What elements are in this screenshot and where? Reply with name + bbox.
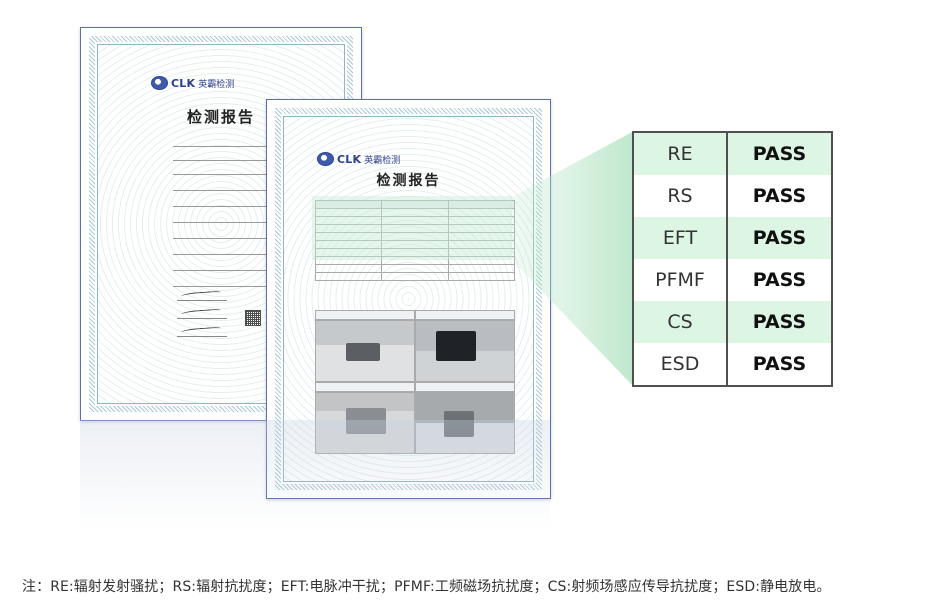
field-row [139, 162, 313, 175]
test-name-cell: ESD [634, 343, 728, 385]
clk-logo: CLK 英霸检测 [317, 152, 400, 166]
test-status-cell: PASS [752, 185, 807, 207]
photo-label [315, 310, 415, 320]
certificate-front-page: CLK 英霸检测 检测报告 [266, 99, 551, 499]
test-photo [415, 320, 515, 382]
abbreviation-footnote: 注：RE:辐射发射骚扰；RS:辐射抗扰度；EFT:电脉冲干扰；PFMF:工频磁场… [22, 579, 831, 595]
test-photo [315, 320, 415, 382]
field-row [139, 258, 313, 271]
zoom-source-highlight [312, 196, 512, 260]
test-name-cell: RE [634, 133, 728, 175]
test-status-cell: PASS [728, 217, 831, 259]
field-row [139, 148, 313, 161]
signature [177, 290, 227, 301]
test-status-cell: PASS [752, 353, 807, 375]
test-name-cell: RS [634, 175, 728, 217]
logo-subtitle: 英霸检测 [198, 79, 235, 90]
qr-code-icon [245, 310, 261, 326]
zoom-beam-shape [510, 131, 634, 387]
field-row [139, 134, 313, 147]
field-row [139, 210, 313, 223]
photo-label [315, 382, 415, 392]
logo-text: CLK [171, 76, 196, 90]
test-status-cell: PASS [752, 269, 807, 291]
report-title: 检测报告 [376, 173, 441, 189]
signature [177, 308, 227, 319]
test-photo-grid [315, 310, 515, 454]
test-photo [415, 392, 515, 454]
test-status-cell: PASS [728, 133, 831, 175]
clk-logo-icon [151, 76, 168, 90]
test-items-table [314, 200, 516, 281]
field-row [139, 242, 313, 255]
signature-row [139, 290, 227, 301]
test-name-cell: EFT [634, 217, 728, 259]
logo-text: CLK [337, 152, 362, 166]
test-status-cell: PASS [728, 301, 831, 343]
field-row [139, 226, 313, 239]
signature-row [139, 308, 227, 319]
photo-label [415, 382, 515, 392]
test-name-cell: CS [634, 301, 728, 343]
guilloche-inner-line [283, 116, 534, 482]
signature-row [139, 326, 227, 337]
report-title: 检测报告 [186, 108, 255, 126]
page-reflection [80, 420, 550, 530]
clk-logo: CLK 英霸检测 [151, 76, 234, 90]
signature [177, 326, 227, 337]
logo-subtitle: 英霸检测 [364, 155, 401, 166]
table-row [314, 272, 516, 281]
test-name-cell: PFMF [634, 259, 728, 301]
photo-label [415, 310, 515, 320]
field-row [139, 178, 313, 191]
field-row [139, 274, 313, 287]
field-row [139, 194, 313, 207]
test-photo [315, 392, 415, 454]
clk-logo-icon [317, 152, 334, 166]
emc-results-table: RE PASS RS PASS EFT PASS PFMF PASS CS PA… [632, 131, 833, 387]
